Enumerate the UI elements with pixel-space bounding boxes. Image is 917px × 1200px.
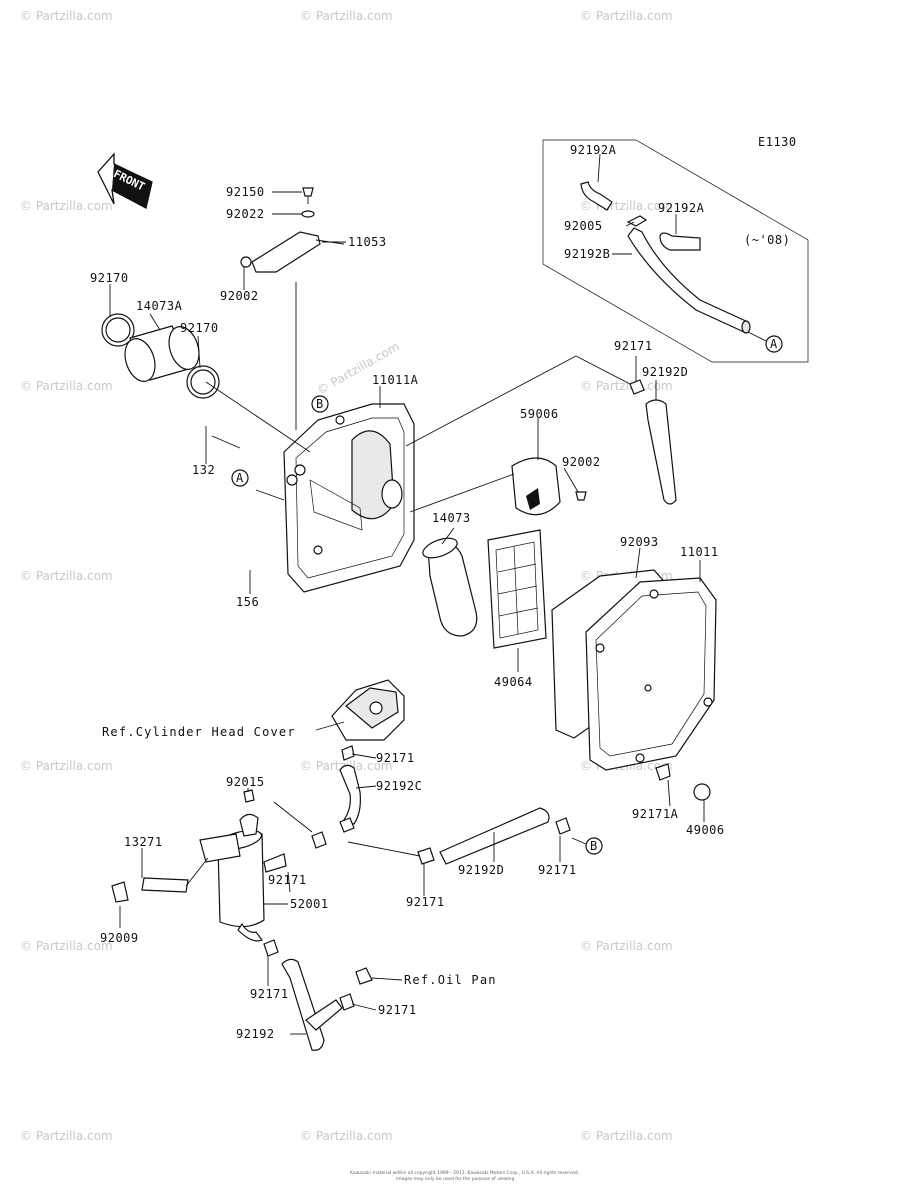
filter-49064 [487, 529, 547, 649]
diagram-code: E1130 [758, 135, 797, 149]
duct-14073 [422, 537, 478, 637]
breather-tank-52001 [111, 789, 287, 942]
hose-92192 [263, 939, 373, 1051]
part-label-14073A: 14073A [136, 299, 183, 313]
watermark: © Partzilla.com [20, 569, 113, 583]
watermark: © Partzilla.com [580, 379, 673, 393]
part-label-59006: 59006 [520, 407, 559, 421]
callout-a-inset: A [765, 335, 783, 353]
part-label-92171: 92171 [376, 751, 415, 765]
part-label-92002: 92002 [562, 455, 601, 469]
copyright-footer: Kawasaki material within all copyright 1… [350, 1170, 579, 1176]
part-label-49006: 49006 [686, 823, 725, 837]
callout-a-housing: A [231, 469, 249, 487]
inset-box [542, 139, 809, 363]
hose-92192a-icon [580, 181, 613, 211]
hose-92192c [339, 745, 361, 833]
part-label-92005: 92005 [564, 219, 603, 233]
cover-11011 [551, 569, 717, 801]
part-label-156: 156 [236, 595, 259, 609]
part-label-92192: 92192 [236, 1027, 275, 1041]
part-label-92192D: 92192D [458, 863, 504, 877]
part-label-92170: 92170 [90, 271, 129, 285]
hose-92192d-upper [629, 379, 677, 505]
part-label-92171: 92171 [406, 895, 445, 909]
part-label-92170: 92170 [180, 321, 219, 335]
hose-92192d-lower [311, 807, 571, 865]
watermark: © Partzilla.com [580, 9, 673, 23]
part-label-11011A: 11011A [372, 373, 419, 387]
part-label-92192D: 92192D [642, 365, 688, 379]
watermark: © Partzilla.com [20, 759, 113, 773]
part-label-92009: 92009 [100, 931, 139, 945]
intake-duct-group [101, 313, 220, 399]
svg-text:A: A [236, 471, 244, 485]
joint-92005-icon [626, 215, 648, 227]
watermark: © Partzilla.com [20, 1129, 113, 1143]
part-label-49064: 49064 [494, 675, 533, 689]
watermark: © Partzilla.com [300, 1129, 393, 1143]
part-label-13271: 13271 [124, 835, 163, 849]
svg-text:B: B [316, 397, 324, 411]
watermark: © Partzilla.com [300, 9, 393, 23]
part-label-11053: 11053 [348, 235, 387, 249]
part-label-92192A: 92192A [570, 143, 617, 157]
part-label-92093: 92093 [620, 535, 659, 549]
part-label-92171: 92171 [268, 873, 307, 887]
part-label-92171: 92171 [250, 987, 289, 1001]
part-label-92192C: 92192C [376, 779, 422, 793]
part-label-92171A: 92171A [632, 807, 679, 821]
ref-oil-pan: Ref.Oil Pan [404, 973, 497, 987]
part-label-92150: 92150 [226, 185, 265, 199]
front-arrow: FRONT [97, 152, 153, 209]
part-label-92192A: 92192A [658, 201, 705, 215]
leader-lines [109, 191, 705, 1035]
ref-cylinder-head-cover: Ref.Cylinder Head Cover [102, 725, 296, 739]
watermark: © Partzilla.com [580, 1129, 673, 1143]
svg-text:B: B [590, 839, 598, 853]
watermark: © Partzilla.com [20, 9, 113, 23]
part-label-132: 132 [192, 463, 215, 477]
plate-59006 [511, 457, 587, 516]
watermark: © Partzilla.com [20, 379, 113, 393]
svg-text:A: A [770, 337, 778, 351]
air-cleaner-housing-11011A [283, 403, 415, 593]
watermark: © Partzilla.com [580, 939, 673, 953]
watermark: © Partzilla.com [20, 199, 113, 213]
part-label-92192B: 92192B [564, 247, 610, 261]
part-label-11011: 11011 [680, 545, 719, 559]
cylinder-head-cover-ref [331, 679, 405, 741]
watermark: © Partzilla.com [315, 339, 402, 397]
watermark: © Partzilla.com [20, 939, 113, 953]
callout-b-lower: B [585, 837, 603, 855]
part-label-92171: 92171 [378, 1003, 417, 1017]
part-label-92002: 92002 [220, 289, 259, 303]
part-label-52001: 52001 [290, 897, 329, 911]
part-label-92171: 92171 [614, 339, 653, 353]
part-label-92171: 92171 [538, 863, 577, 877]
hose-92192a-icon [659, 232, 701, 251]
part-label-14073: 14073 [432, 511, 471, 525]
part-label-92015: 92015 [226, 775, 265, 789]
copyright-footer: images may only be used for the purpose … [396, 1176, 515, 1182]
year-note: (~'08) [744, 233, 790, 247]
bracket-group [240, 187, 345, 273]
part-label-92022: 92022 [226, 207, 265, 221]
part-labels: 92150 92022 11053 92002 92170 14073A 921… [90, 143, 790, 1041]
callout-b-housing: B [311, 395, 329, 413]
